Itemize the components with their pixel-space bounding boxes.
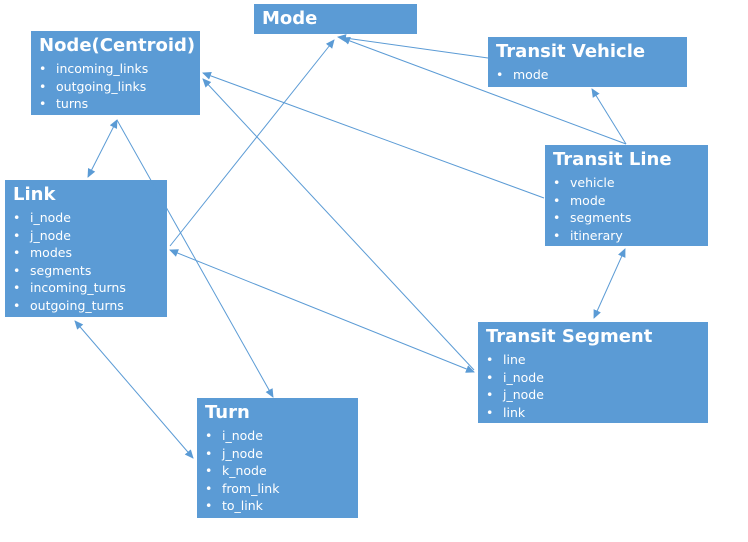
node-centroid-box: Node(Centroid) incoming_links outgoing_l… (31, 31, 200, 115)
link-field-modes: modes (13, 244, 160, 262)
transit-vehicle-title: Transit Vehicle (496, 41, 646, 62)
node-field-incoming-links: incoming_links (39, 60, 193, 78)
arrow-transit-line-to-transit-segment (593, 248, 626, 319)
turn-field-j-node: j_node (205, 445, 351, 463)
arrow-transit-line-to-node (202, 71, 545, 199)
mode-title: Mode (262, 8, 318, 29)
arrow-transit-line-to-mode (341, 37, 627, 145)
transit-segment-field-link: link (486, 404, 701, 422)
transit-segment-field-j-node: j_node (486, 386, 701, 404)
link-field-segments: segments (13, 262, 160, 280)
turn-field-from-link: from_link (205, 480, 351, 498)
arrow-link-to-transit-segment (169, 249, 475, 373)
arrow-link-to-node (87, 119, 118, 178)
transit-line-field-segments: segments (553, 209, 701, 227)
node-field-outgoing-links: outgoing_links (39, 78, 193, 96)
transit-line-field-itinerary: itinerary (553, 227, 701, 245)
turn-title: Turn (205, 402, 250, 423)
transit-segment-box: Transit Segment line i_node j_node link (478, 322, 708, 423)
turn-field-i-node: i_node (205, 427, 351, 445)
transit-line-title: Transit Line (553, 149, 672, 170)
link-box: Link i_node j_node modes segments incomi… (5, 180, 167, 317)
mode-box: Mode (254, 4, 417, 34)
transit-line-field-mode: mode (553, 192, 701, 210)
transit-line-field-vehicle: vehicle (553, 174, 701, 192)
transit-segment-field-line: line (486, 351, 701, 369)
transit-vehicle-box: Transit Vehicle mode (488, 37, 687, 87)
node-centroid-title: Node(Centroid) (39, 35, 196, 56)
arrow-link-to-turn (74, 320, 194, 459)
arrow-transit-vehicle-to-mode (337, 34, 489, 59)
turn-field-k-node: k_node (205, 462, 351, 480)
arrow-link-to-mode (169, 39, 335, 247)
link-field-incoming-turns: incoming_turns (13, 279, 160, 297)
turn-box: Turn i_node j_node k_node from_link to_l… (197, 398, 358, 518)
turn-field-to-link: to_link (205, 497, 351, 515)
transit-line-box: Transit Line vehicle mode segments itine… (545, 145, 708, 246)
arrow-transit-line-to-transit-vehicle (591, 88, 627, 145)
transit-segment-title: Transit Segment (486, 326, 653, 347)
link-field-i-node: i_node (13, 209, 160, 227)
node-field-turns: turns (39, 95, 193, 113)
link-title: Link (13, 184, 56, 205)
link-field-outgoing-turns: outgoing_turns (13, 297, 160, 315)
link-field-j-node: j_node (13, 227, 160, 245)
arrow-node-to-turn (116, 119, 274, 398)
transit-segment-field-i-node: i_node (486, 369, 701, 387)
transit-vehicle-field-mode: mode (496, 66, 680, 84)
